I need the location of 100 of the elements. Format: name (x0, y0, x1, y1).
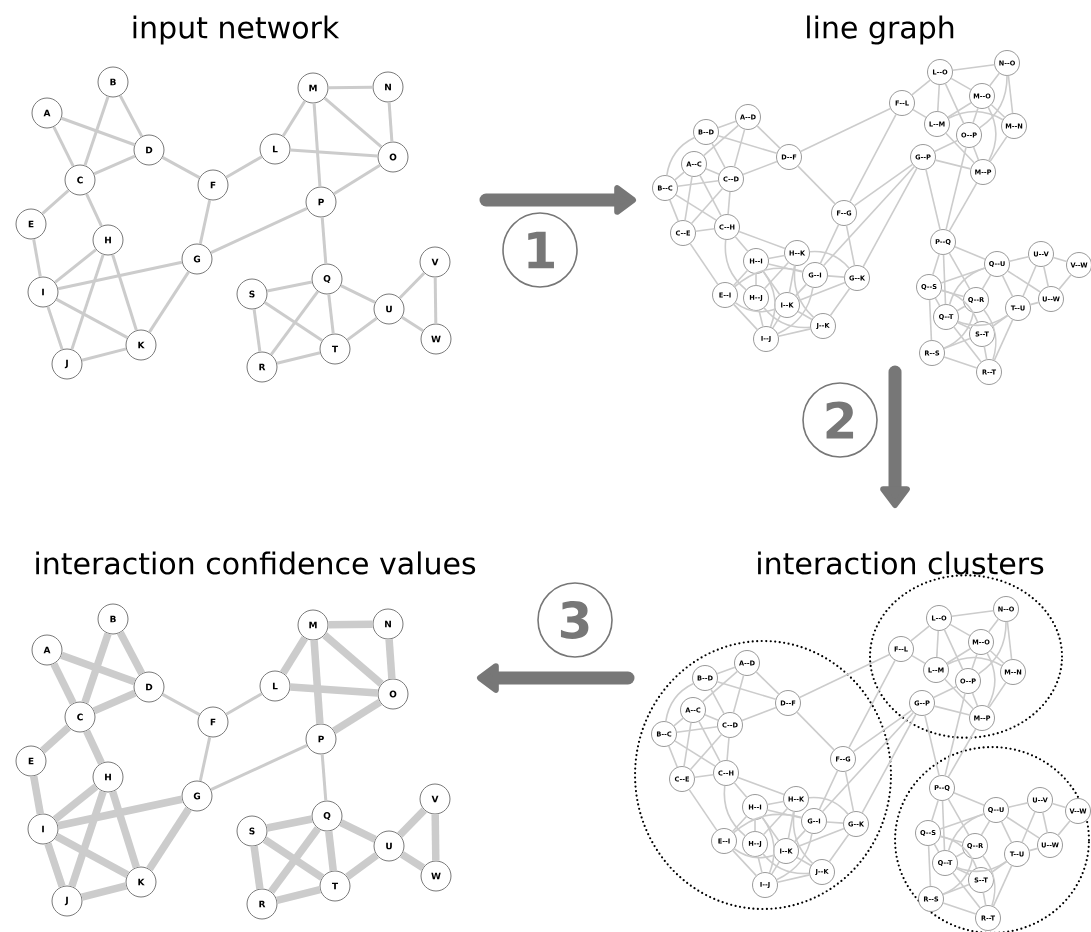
edge-line (1029, 301, 1040, 306)
edge-line (710, 688, 725, 715)
edge-line (762, 270, 781, 296)
edge-line (724, 238, 747, 291)
edge-line (947, 728, 977, 778)
edge-line (733, 847, 775, 859)
edge-line (698, 720, 721, 763)
edge-line (290, 148, 378, 158)
edge-line (50, 662, 77, 705)
edge-line (210, 744, 308, 791)
edge-line (787, 810, 795, 840)
edge-line (939, 835, 964, 844)
edge-line (988, 681, 1007, 709)
edge-line (1022, 264, 1037, 298)
edge-line (705, 168, 720, 175)
edge-line (948, 252, 971, 290)
edge-line (690, 187, 724, 225)
edge-line (942, 857, 974, 895)
cluster-outline (633, 639, 893, 911)
edge-line (731, 815, 748, 833)
edge-line (198, 736, 212, 782)
edge-line (694, 227, 716, 233)
edge-line (755, 273, 757, 286)
edge-line (41, 189, 70, 215)
edge-line (829, 287, 851, 317)
edge-line (944, 678, 974, 710)
edge-line (755, 671, 780, 695)
edge-line (667, 745, 679, 768)
edge-line (797, 310, 813, 321)
edge-line (312, 103, 322, 187)
edge-line (848, 659, 896, 749)
edge-line (758, 309, 764, 328)
edge-line (942, 902, 977, 915)
edge-line (797, 827, 845, 848)
edge-line (942, 883, 970, 896)
edge-line (704, 714, 719, 721)
edge-line (276, 351, 321, 365)
edge-line (731, 849, 758, 877)
edge-line (980, 820, 991, 836)
edge-line (225, 692, 263, 716)
edge-line (675, 725, 719, 734)
edge-line (161, 693, 201, 716)
edge-line (52, 126, 75, 167)
edge-line (762, 807, 789, 836)
edge-line (1057, 820, 1071, 836)
edge-line (276, 886, 321, 904)
edge-line (943, 337, 971, 350)
panel-title: interaction confidence values (36, 551, 476, 575)
edge-line (716, 666, 736, 675)
edge-line (733, 267, 804, 288)
edge-line (936, 84, 941, 112)
edge-line (990, 860, 1008, 874)
edge-line (1006, 270, 1042, 293)
edge-line (30, 775, 45, 815)
step-number: 3 (537, 582, 613, 658)
edge-line (949, 623, 971, 637)
edge-line (991, 314, 1009, 328)
edge-line (766, 809, 803, 819)
edge-line (986, 652, 996, 708)
edge-line (716, 680, 777, 701)
edge-line (323, 96, 383, 149)
edge-line (116, 630, 146, 676)
edge-line (279, 636, 309, 675)
edge-line (674, 740, 716, 767)
panel-title: input network (133, 15, 340, 45)
edge-line (793, 829, 807, 843)
edge-line (828, 833, 850, 863)
edge-line (767, 263, 804, 273)
edge-line (109, 790, 140, 869)
edge-line (987, 618, 1000, 633)
edge-line (943, 311, 975, 349)
edge-line (54, 248, 97, 284)
edge-line (933, 139, 959, 153)
edge-line (1043, 265, 1050, 288)
edge-line (933, 705, 971, 716)
edge-line (989, 135, 1008, 163)
edge-line (683, 721, 692, 768)
edge-line (325, 830, 337, 872)
edge-line (81, 347, 127, 362)
edge-line (266, 280, 313, 293)
edge-line (827, 275, 846, 278)
edge-line (268, 826, 321, 894)
edge-line (775, 832, 813, 881)
edge-line (988, 72, 1001, 87)
edge-line (688, 788, 718, 832)
edge-line (932, 685, 958, 699)
edge-line (757, 855, 763, 874)
edge-line (32, 238, 42, 278)
edge-line (912, 108, 927, 119)
edge-line (992, 864, 1013, 908)
edge-line (955, 851, 965, 858)
edge-line (732, 674, 745, 714)
edge-line (738, 230, 786, 250)
edge-line (1008, 256, 1030, 262)
edge-line (741, 706, 777, 722)
edge-line (81, 632, 112, 704)
edge-line (85, 193, 103, 227)
edge-line (853, 163, 914, 207)
edge-line (943, 356, 978, 369)
edge-line (55, 298, 129, 339)
